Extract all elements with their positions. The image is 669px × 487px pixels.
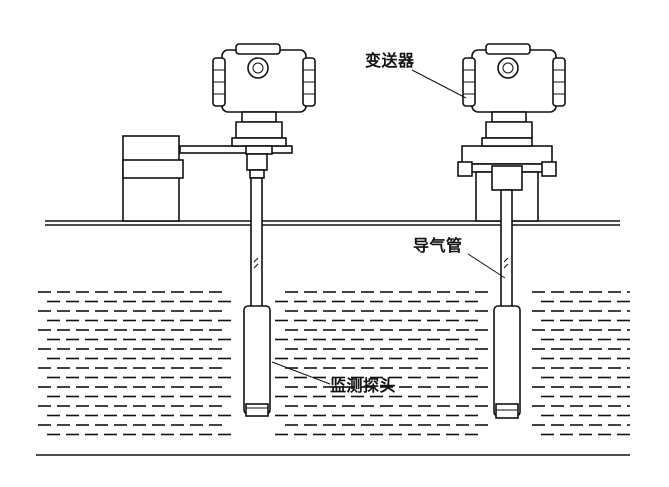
left-probe [243,305,271,417]
probe-leader-line [271,361,331,385]
right-probe [493,305,521,419]
left-guide-pipe [250,177,263,311]
left-mounting-bracket [122,135,293,222]
guide-pipe-label: 导气管 [413,236,463,255]
left-transmitter [212,43,316,179]
right-guide-pipe [500,189,513,311]
water-body [38,291,630,436]
transmitter-leader-line [411,69,467,99]
transmitter-label: 变送器 [365,51,415,70]
guide-pipe-leader-line [467,253,506,279]
right-transmitter [462,43,566,139]
probe-label: 监测探头 [330,376,397,395]
